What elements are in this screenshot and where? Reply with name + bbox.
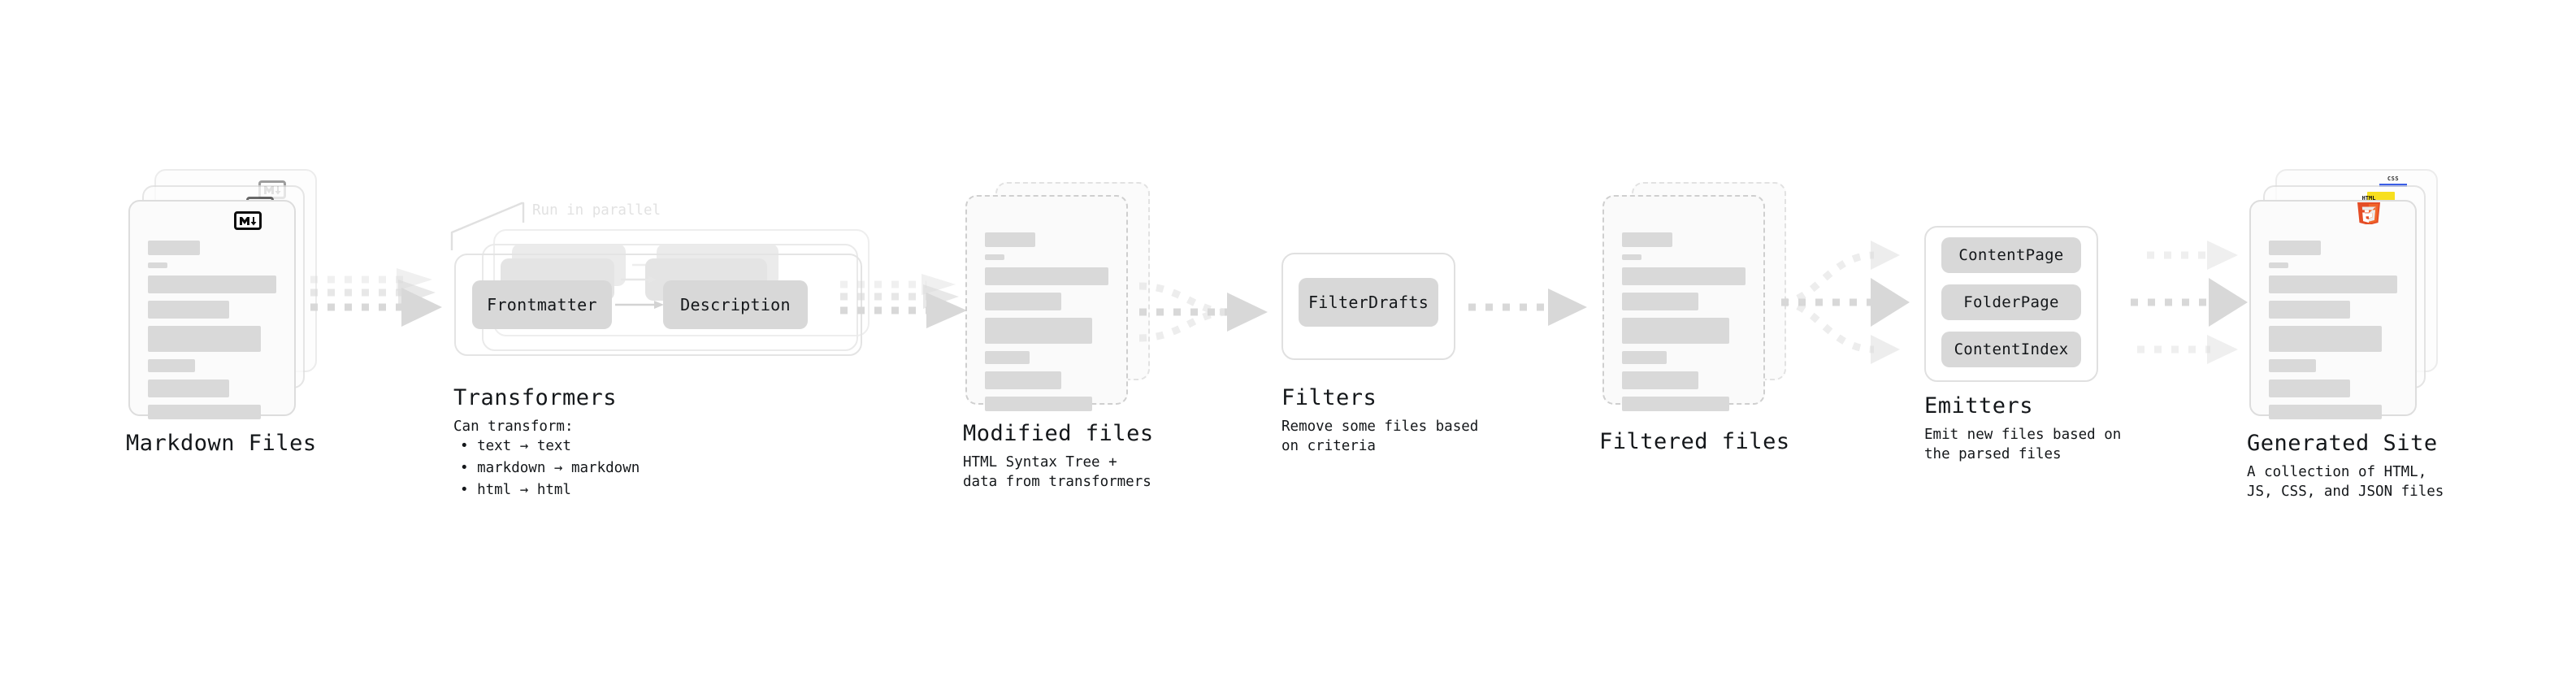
conn-filtered-to-emitters xyxy=(1780,229,1924,375)
run-in-parallel-bracket xyxy=(450,202,525,250)
transformer-chip-frontmatter[interactable]: Frontmatter xyxy=(472,280,612,329)
svg-text:HTML: HTML xyxy=(2362,195,2376,202)
css-badge-text: CSS xyxy=(2387,176,2400,182)
placeholder-bar xyxy=(1622,254,1641,260)
stage-title-emitters: Emitters xyxy=(1924,393,2034,419)
emitters-chip-contentindex[interactable]: ContentIndex xyxy=(1941,332,2081,367)
placeholder-bar xyxy=(985,371,1062,389)
stage-title-generated-site: Generated Site xyxy=(2247,431,2438,456)
modified-file-card-front xyxy=(965,195,1128,411)
stage-title-filters: Filters xyxy=(1281,385,1377,410)
placeholder-bar xyxy=(985,351,1030,364)
markdown-placeholder-bars xyxy=(148,223,276,427)
bullet-text: text → text xyxy=(477,438,571,454)
placeholder-bar xyxy=(2269,301,2350,319)
placeholder-bar xyxy=(1622,351,1667,364)
conn-emitters-to-site xyxy=(2111,234,2256,374)
placeholder-bar xyxy=(1622,318,1730,344)
placeholder-bar xyxy=(985,254,1004,260)
run-in-parallel-label: Run in parallel xyxy=(532,202,661,219)
emitters-chip-folderpage[interactable]: FolderPage xyxy=(1941,284,2081,320)
placeholder-bar xyxy=(148,359,196,372)
placeholder-bar xyxy=(985,397,1093,411)
filtered-placeholder-bars xyxy=(1622,218,1746,419)
site-file-card-front xyxy=(2249,200,2417,419)
placeholder-bar xyxy=(1622,371,1699,389)
html5-logo-icon: HTML xyxy=(2355,193,2383,225)
stage-title-modified-files: Modified files xyxy=(963,421,1154,446)
transformer-inner-arrow xyxy=(615,301,664,309)
stage-title-transformers: Transformers xyxy=(453,385,618,410)
placeholder-bar xyxy=(985,232,1035,247)
conn-transformers-to-modified xyxy=(839,274,972,335)
modified-placeholder-bars xyxy=(985,218,1108,419)
bullet-text: markdown → markdown xyxy=(477,460,640,476)
placeholder-bar xyxy=(2269,359,2317,372)
conn-modified-to-filters xyxy=(1138,268,1282,356)
transformer-chip-description[interactable]: Description xyxy=(663,280,808,329)
markdown-logo-icon xyxy=(234,211,262,230)
placeholder-bar xyxy=(2269,380,2350,397)
placeholder-bar xyxy=(1622,232,1672,247)
transformer-card-front xyxy=(454,254,862,356)
transformers-subtitle: Can transform: xyxy=(453,419,574,435)
markdown-file-card-front xyxy=(128,200,296,419)
placeholder-bar xyxy=(1622,267,1746,285)
filtered-file-card-front xyxy=(1602,195,1765,411)
placeholder-bar xyxy=(985,293,1062,310)
placeholder-bar xyxy=(148,405,262,419)
placeholder-bar xyxy=(2269,241,2321,255)
placeholder-bar xyxy=(985,267,1108,285)
placeholder-bar xyxy=(148,380,229,397)
stage-title-markdown-files: Markdown Files xyxy=(126,431,317,456)
conn-markdown-to-transformers xyxy=(309,267,447,335)
transformer-inner-arrow-mid xyxy=(621,275,657,284)
filters-subtitle: Remove some files based on criteria xyxy=(1281,419,1479,454)
placeholder-bar xyxy=(1622,397,1730,411)
conn-filters-to-filtered xyxy=(1467,286,1590,328)
emitters-subtitle: Emit new files based on the parsed files xyxy=(1924,427,2122,462)
emitters-chip-contentpage[interactable]: ContentPage xyxy=(1941,237,2081,273)
placeholder-bar xyxy=(985,318,1093,344)
placeholder-bar xyxy=(2269,405,2383,419)
placeholder-bar xyxy=(148,262,167,268)
placeholder-bar xyxy=(1622,293,1699,310)
bullet-text: html → html xyxy=(477,482,571,498)
filters-chip-filterdrafts[interactable]: FilterDrafts xyxy=(1299,278,1438,327)
placeholder-bar xyxy=(2269,275,2397,293)
placeholder-bar xyxy=(148,301,229,319)
transformers-bullet-0: • text → text xyxy=(460,438,571,454)
site-placeholder-bars xyxy=(2269,223,2397,427)
stage-title-filtered-files: Filtered files xyxy=(1599,429,1790,454)
placeholder-bar xyxy=(2269,262,2288,268)
placeholder-bar xyxy=(148,275,276,293)
modified-files-subtitle: HTML Syntax Tree + data from transformer… xyxy=(963,454,1151,490)
placeholder-bar xyxy=(148,241,200,255)
transformers-bullet-1: • markdown → markdown xyxy=(460,460,640,476)
generated-site-subtitle: A collection of HTML, JS, CSS, and JSON … xyxy=(2247,464,2444,500)
placeholder-bar xyxy=(148,326,262,352)
placeholder-bar xyxy=(2269,326,2383,352)
transformers-bullet-2: • html → html xyxy=(460,482,571,498)
